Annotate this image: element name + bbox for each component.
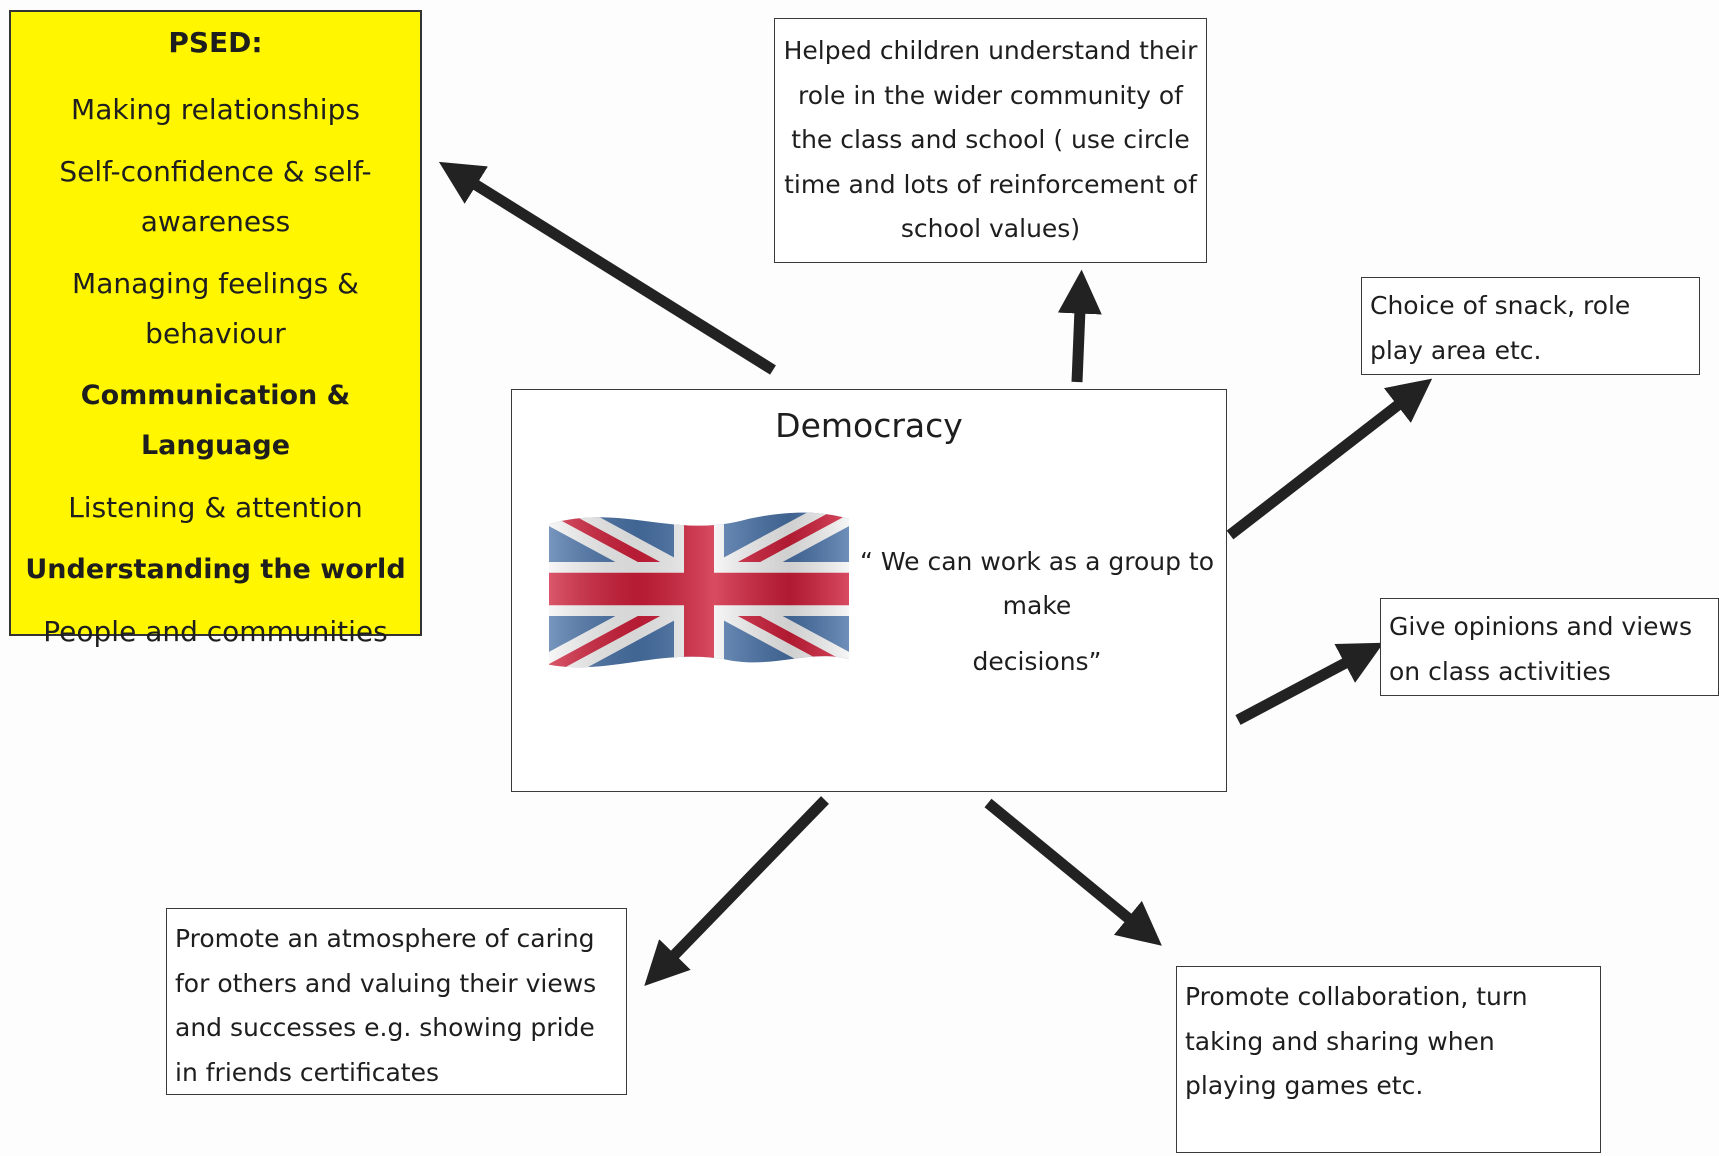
democracy-quote-line-2: decisions”: [972, 647, 1102, 676]
box-give-opinions: Give opinions and views on class activit…: [1380, 598, 1719, 696]
psed-box: PSED: Making relationships Self-confiden…: [9, 10, 422, 648]
psed-item-making-relationships: Making relationships: [71, 93, 360, 126]
box-wider-community: Helped children understand their role in…: [774, 18, 1207, 263]
arrow-to-top-box: [1057, 269, 1102, 383]
box-wider-community-text: Helped children understand their role in…: [783, 36, 1198, 243]
box-choice-of-snack: Choice of snack, role play area etc.: [1361, 277, 1700, 375]
arrow-to-bottom-left-box: [644, 796, 829, 987]
democracy-quote-line-1: “ We can work as a group to make: [860, 547, 1214, 620]
psed-item-people-communities: People and communities: [43, 615, 388, 648]
democracy-quote: “ We can work as a group to make decisio…: [857, 540, 1217, 684]
arrow-to-psed: [438, 161, 776, 375]
democracy-title: Democracy: [775, 406, 963, 445]
psed-item-managing-feelings: Managing feelings & behaviour: [72, 267, 359, 350]
arrow-to-bottom-right-box: [984, 798, 1162, 946]
box-atmosphere-of-caring: Promote an atmosphere of caring for othe…: [166, 908, 627, 1095]
psed-title: PSED:: [168, 26, 263, 59]
arrow-to-right-upper-box: [1226, 378, 1433, 540]
psed-item-communication-language: Communication & Language: [80, 380, 351, 461]
psed-item-understanding-world: Understanding the world: [25, 554, 406, 585]
union-jack-flag-icon: [549, 512, 849, 668]
box-choice-of-snack-text: Choice of snack, role play area etc.: [1370, 291, 1631, 365]
arrow-to-right-lower-box: [1235, 642, 1384, 725]
psed-item-self-confidence: Self-confidence & self-awareness: [59, 155, 372, 238]
democracy-box: Democracy: [511, 389, 1227, 792]
psed-item-listening-attention: Listening & attention: [68, 491, 363, 524]
box-give-opinions-text: Give opinions and views on class activit…: [1389, 612, 1693, 686]
box-promote-collaboration-text: Promote collaboration, turn taking and s…: [1185, 982, 1528, 1100]
box-promote-collaboration: Promote collaboration, turn taking and s…: [1176, 966, 1601, 1153]
box-atmosphere-of-caring-text: Promote an atmosphere of caring for othe…: [175, 924, 597, 1087]
